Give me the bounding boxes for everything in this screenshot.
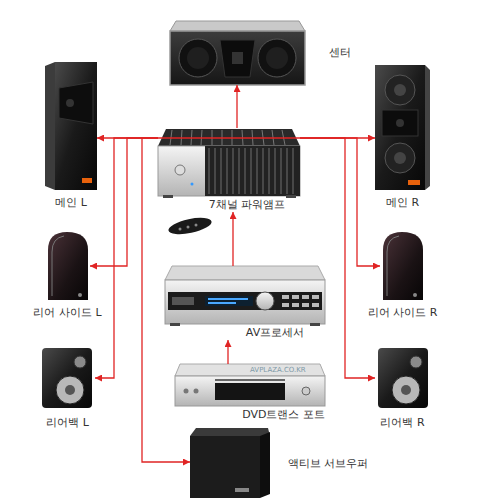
surround-speaker: 리어 사이드 R <box>380 232 425 300</box>
rear-back-speaker-left-drawing <box>42 348 92 408</box>
picture-area <box>380 232 425 300</box>
main-speaker-right-drawing <box>375 65 430 190</box>
picture-area <box>375 345 430 410</box>
picture-area <box>170 20 305 85</box>
center-speaker-drawing <box>170 21 305 85</box>
watermark: AVPLAZA.CO.KR <box>250 366 306 374</box>
subwoofer-drawing <box>190 428 270 498</box>
rear-side-speaker-left-drawing <box>48 232 88 300</box>
power-amplifier: 7채널 파워앰프 <box>158 128 300 212</box>
device-label: 액티브 서브우퍼 <box>288 457 369 471</box>
power-amplifier-drawing <box>158 129 300 198</box>
device-label: 리어백 L <box>46 416 89 430</box>
signal-arrow <box>232 212 233 266</box>
device-label: 센터 <box>329 46 351 60</box>
dvd-transport-drawing <box>175 364 325 406</box>
rear-side-speaker-right-drawing <box>383 232 423 300</box>
rear-back-speaker: 리어백 L <box>40 345 95 410</box>
remote-control-drawing <box>167 215 213 238</box>
picture-area <box>158 128 300 198</box>
surround-speaker: 리어 사이드 L <box>45 232 90 300</box>
main-speaker-left-drawing <box>45 62 97 190</box>
device-label: 리어 사이드 L <box>33 306 101 320</box>
signal-arrow <box>90 138 158 266</box>
av-processor-drawing <box>165 266 325 326</box>
picture-area <box>45 62 97 190</box>
signal-arrow <box>300 138 380 266</box>
rear-back-speaker-right-drawing <box>378 348 428 408</box>
picture-area <box>40 345 95 410</box>
device-label: 메인 L <box>55 196 87 210</box>
picture-area <box>165 266 325 326</box>
main-speaker: 메인 L <box>45 62 97 190</box>
subwoofer: 액티브 서브우퍼 <box>190 428 369 500</box>
rear-back-speaker: 리어백 R <box>375 345 430 410</box>
device-label: AV프로세서 <box>165 326 325 340</box>
signal-arrow <box>300 138 375 378</box>
device-label: 메인 R <box>386 196 419 210</box>
signal-arrow <box>95 138 158 378</box>
picture-area <box>190 428 270 500</box>
device-label: 리어 사이드 R <box>368 306 438 320</box>
main-speaker: 메인 R <box>375 65 430 190</box>
picture-area <box>45 232 90 300</box>
signal-arrow <box>236 85 237 128</box>
center-speaker: 센터 <box>170 20 351 85</box>
picture-area <box>375 65 430 190</box>
av-processor: AV프로세서 <box>165 266 325 340</box>
signal-arrow <box>227 340 228 364</box>
device-label: 리어백 R <box>380 416 424 430</box>
device-label: DVD트랜스 포트 <box>175 408 325 422</box>
device-label: 7채널 파워앰프 <box>158 198 300 212</box>
